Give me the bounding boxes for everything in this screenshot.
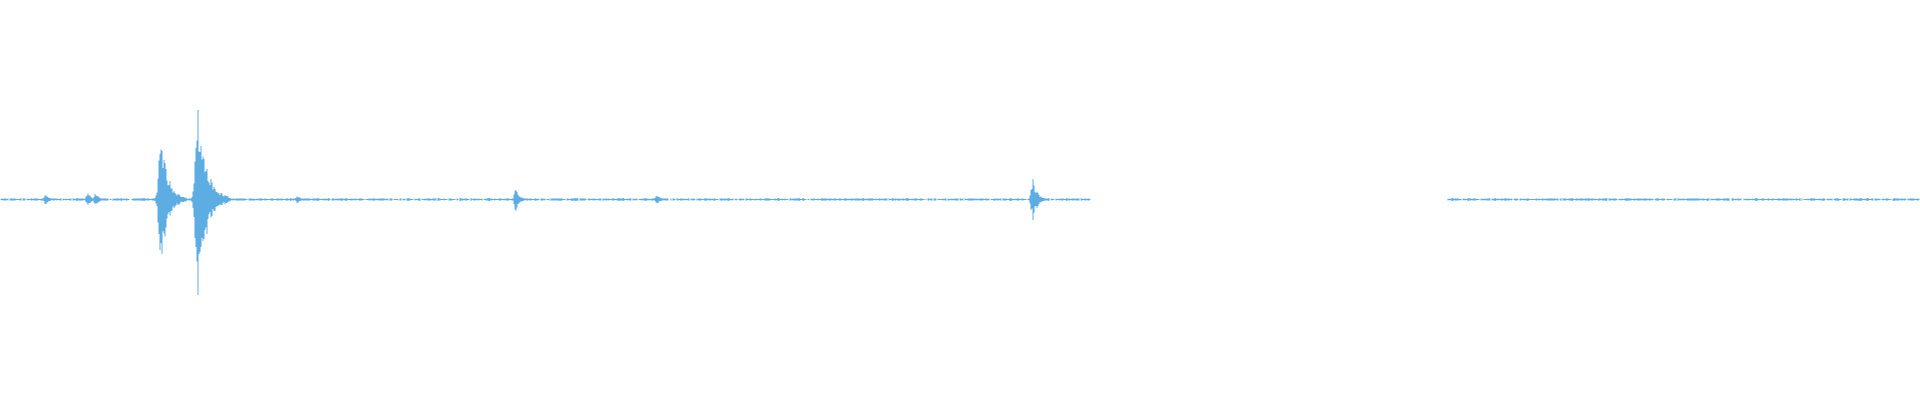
waveform-transient-9 <box>1028 179 1049 220</box>
waveform-baseline <box>0 198 1920 201</box>
waveform-transient-3 <box>92 194 108 205</box>
waveform-transient-5 <box>189 110 231 295</box>
waveform-transients <box>42 110 1049 295</box>
waveform-transient-4 <box>154 149 187 255</box>
waveform-transient-1 <box>42 195 58 205</box>
waveform-transient-8 <box>653 195 669 203</box>
waveform-noise-floor <box>0 198 1920 201</box>
waveform-transient-7 <box>512 190 529 211</box>
waveform-transient-6 <box>294 196 310 203</box>
